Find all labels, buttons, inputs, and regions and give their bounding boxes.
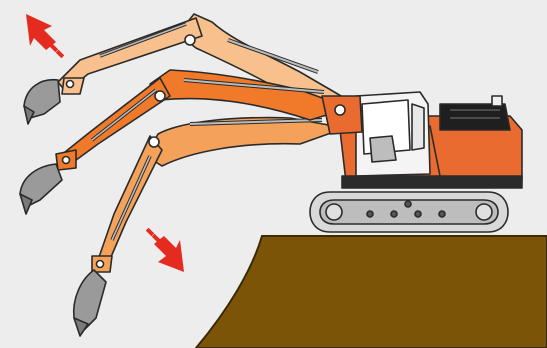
arm-middle — [19, 69, 351, 215]
arrow-up-left — [26, 14, 65, 59]
arm-lowered — [72, 116, 346, 337]
arm-raised — [23, 13, 349, 125]
arrow-down-right — [145, 227, 184, 272]
ground-embankment — [194, 235, 547, 348]
excavator-body — [309, 91, 523, 233]
